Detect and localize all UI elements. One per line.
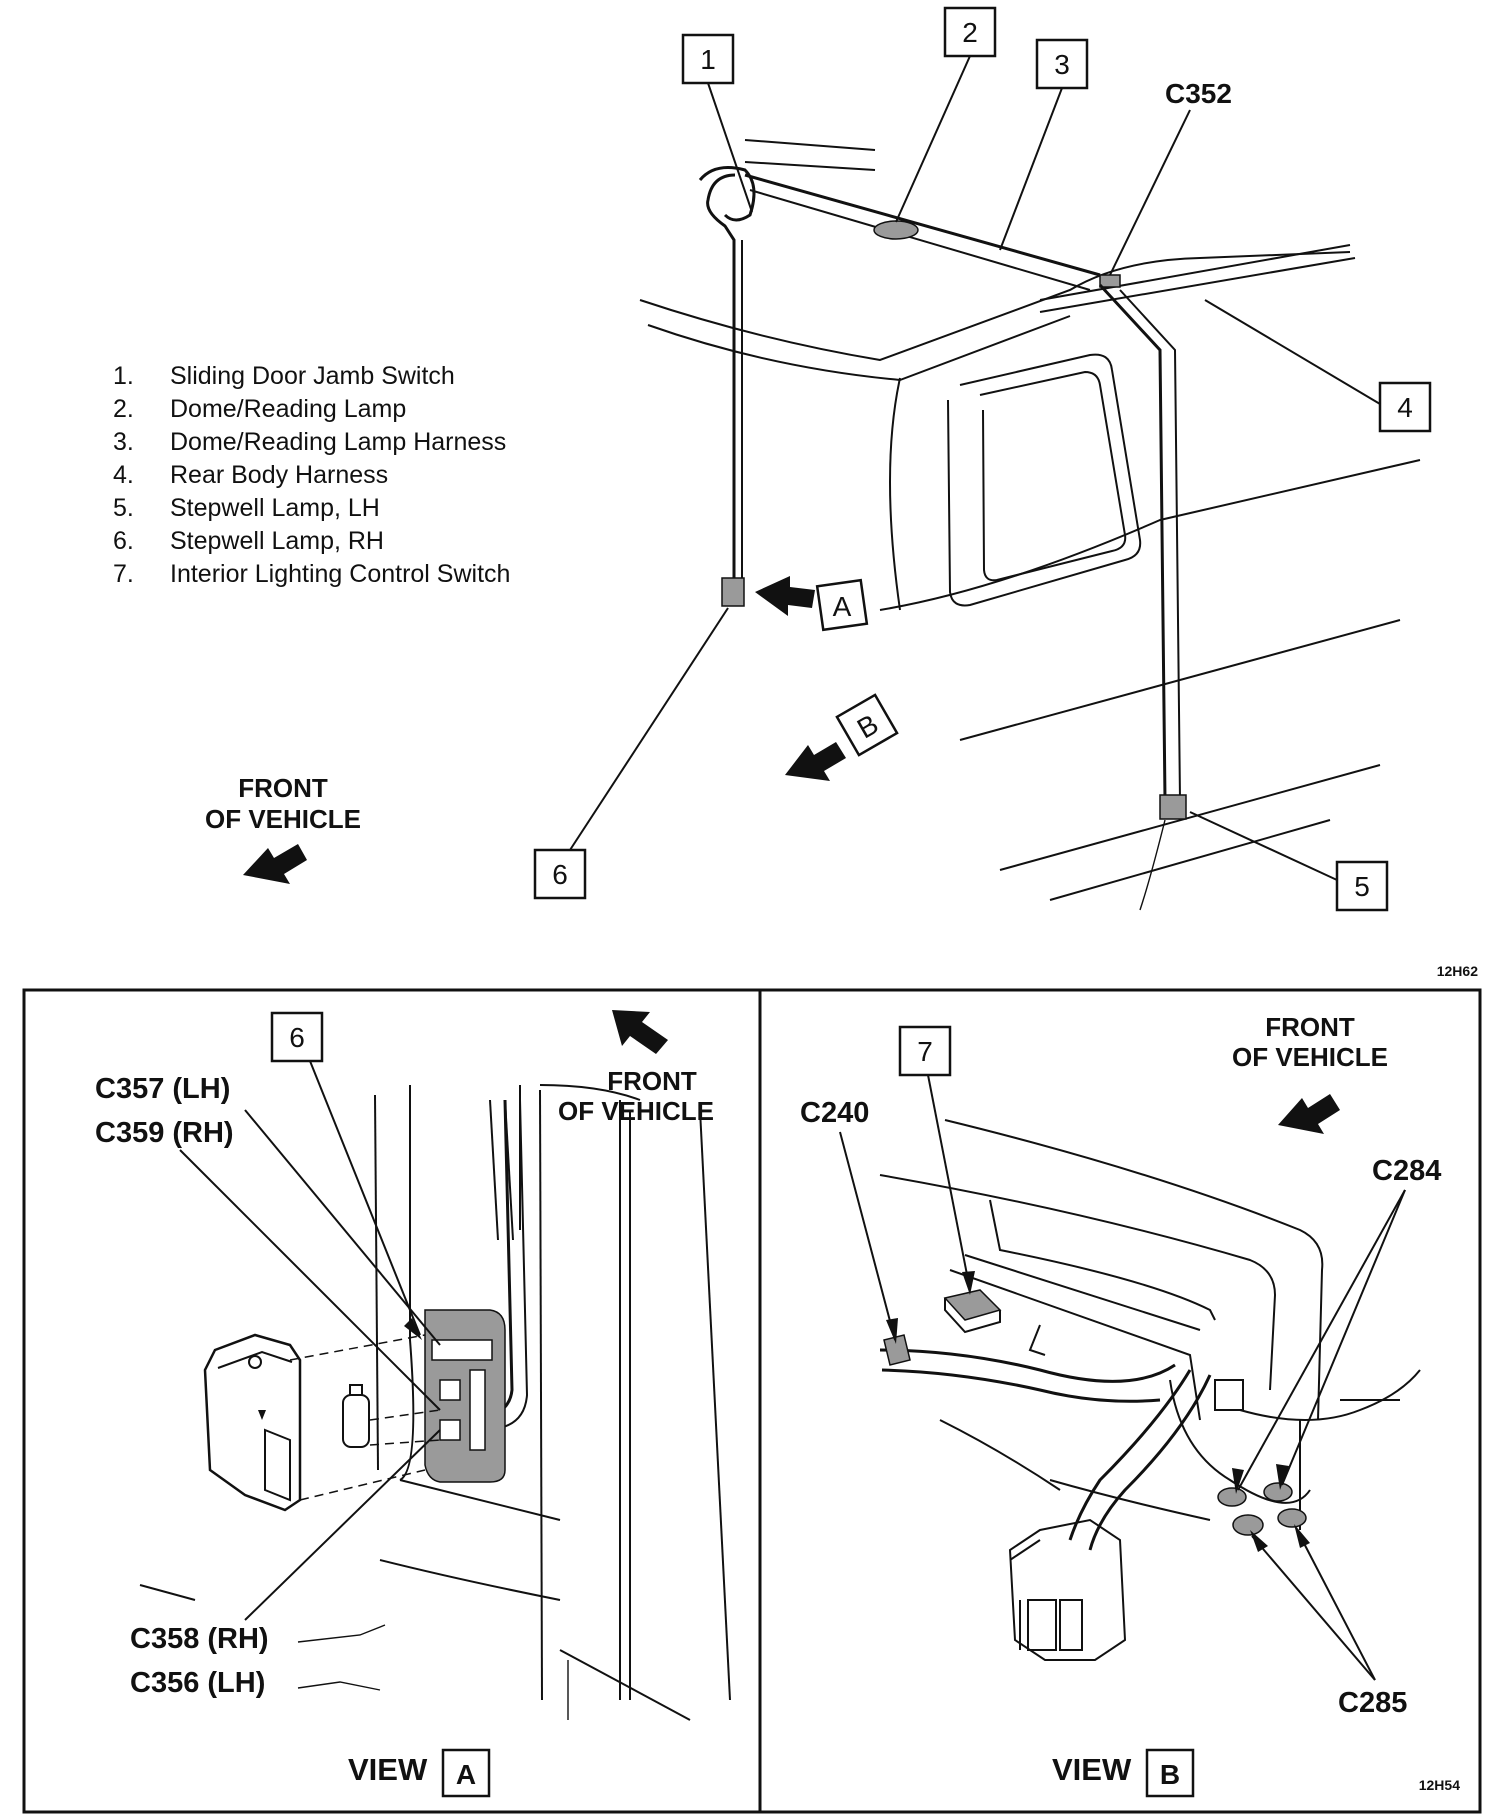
view-a-word: VIEW [348,1752,428,1787]
view-marker-b: B [785,693,899,781]
view-b-callout-7: 7 [898,1025,975,1295]
front-arrow-top-icon [243,844,307,884]
connector-c240: C240 [800,1097,869,1129]
view-b-word: VIEW [1052,1752,1132,1787]
view-a-callout-6-text: 6 [289,1022,305,1053]
legend-num-6: 6. [113,527,134,555]
callout-6: 6 [533,607,729,900]
view-b-title: VIEW B [1052,1748,1195,1798]
view-a-front-line2: OF VEHICLE [558,1096,714,1126]
view-b-front-line1: FRONT [1265,1012,1355,1042]
legend-text-5: Stepwell Lamp, LH [170,494,380,522]
connector-c358: C358 (RH) [130,1623,269,1655]
front-of-vehicle-top: FRONT OF VEHICLE [205,773,361,884]
connector-c285: C285 [1338,1687,1407,1719]
callout-5-text: 5 [1354,871,1370,902]
front-top-line2: OF VEHICLE [205,804,361,834]
callout-1-text: 1 [700,44,716,75]
callout-1: 1 [681,33,753,213]
view-b-callout-7-text: 7 [917,1036,933,1067]
view-b-panel [879,1119,1421,1661]
view-a-letter: A [456,1759,476,1790]
front-top-line1: FRONT [238,773,328,803]
figure-code-bottom: 12H54 [1419,1777,1460,1793]
figure-code-top: 12H62 [1437,963,1478,979]
legend-text-4: Rear Body Harness [170,461,388,489]
view-marker-a: A [755,576,869,632]
stepwell-bulb-icon [342,1394,370,1448]
view-a-front-of-vehicle: FRONT OF VEHICLE [558,1010,714,1126]
view-a-title: VIEW A [348,1748,491,1798]
stepwell-lens-icon [203,1333,302,1512]
legend: 1. Sliding Door Jamb Switch 2. Dome/Read… [113,362,510,588]
front-arrow-view-a-icon [612,1010,668,1054]
view-b-connector-labels: C240 C284 C285 [800,1097,1441,1719]
callout-2-text: 2 [962,17,978,48]
view-b-front-of-vehicle: FRONT OF VEHICLE [1232,1012,1388,1134]
legend-text-7: Interior Lighting Control Switch [170,560,510,588]
view-a-front-line1: FRONT [607,1066,697,1096]
connector-c359: C359 (RH) [95,1117,234,1149]
callout-4: 4 [1204,299,1432,433]
legend-text-6: Stepwell Lamp, RH [170,527,384,555]
connector-c352-text: C352 [1165,78,1232,109]
connector-c357: C357 (LH) [95,1073,230,1105]
legend-num-3: 3. [113,428,134,456]
view-a-callout-6: 6 [270,1011,422,1340]
legend-num-5: 5. [113,494,134,522]
legend-num-2: 2. [113,395,134,423]
callout-4-text: 4 [1397,392,1413,423]
connector-c284: C284 [1372,1155,1441,1187]
view-a-connector-labels: C357 (LH) C359 (RH) C358 (RH) C356 (LH) [95,1073,441,1699]
view-marker-a-text: A [833,591,852,622]
view-b-front-line2: OF VEHICLE [1232,1042,1388,1072]
legend-text-1: Sliding Door Jamb Switch [170,362,455,390]
callout-3: 3 [999,38,1089,251]
view-a-panel [139,1084,731,1721]
connector-c356: C356 (LH) [130,1667,265,1699]
legend-num-4: 4. [113,461,134,489]
legend-num-7: 7. [113,560,134,588]
legend-text-2: Dome/Reading Lamp [170,395,406,423]
connector-c352-label: C352 [1109,78,1232,276]
callout-3-text: 3 [1054,49,1070,80]
callout-2: 2 [895,6,997,223]
callout-6-text: 6 [552,859,568,890]
legend-text-3: Dome/Reading Lamp Harness [170,428,506,456]
legend-num-1: 1. [113,362,134,390]
view-b-letter: B [1160,1759,1180,1790]
front-arrow-view-b-icon [1278,1094,1340,1134]
callout-5: 5 [1189,811,1389,912]
views-frame [22,988,1482,1814]
vehicle-interior-illustration [639,139,1421,911]
